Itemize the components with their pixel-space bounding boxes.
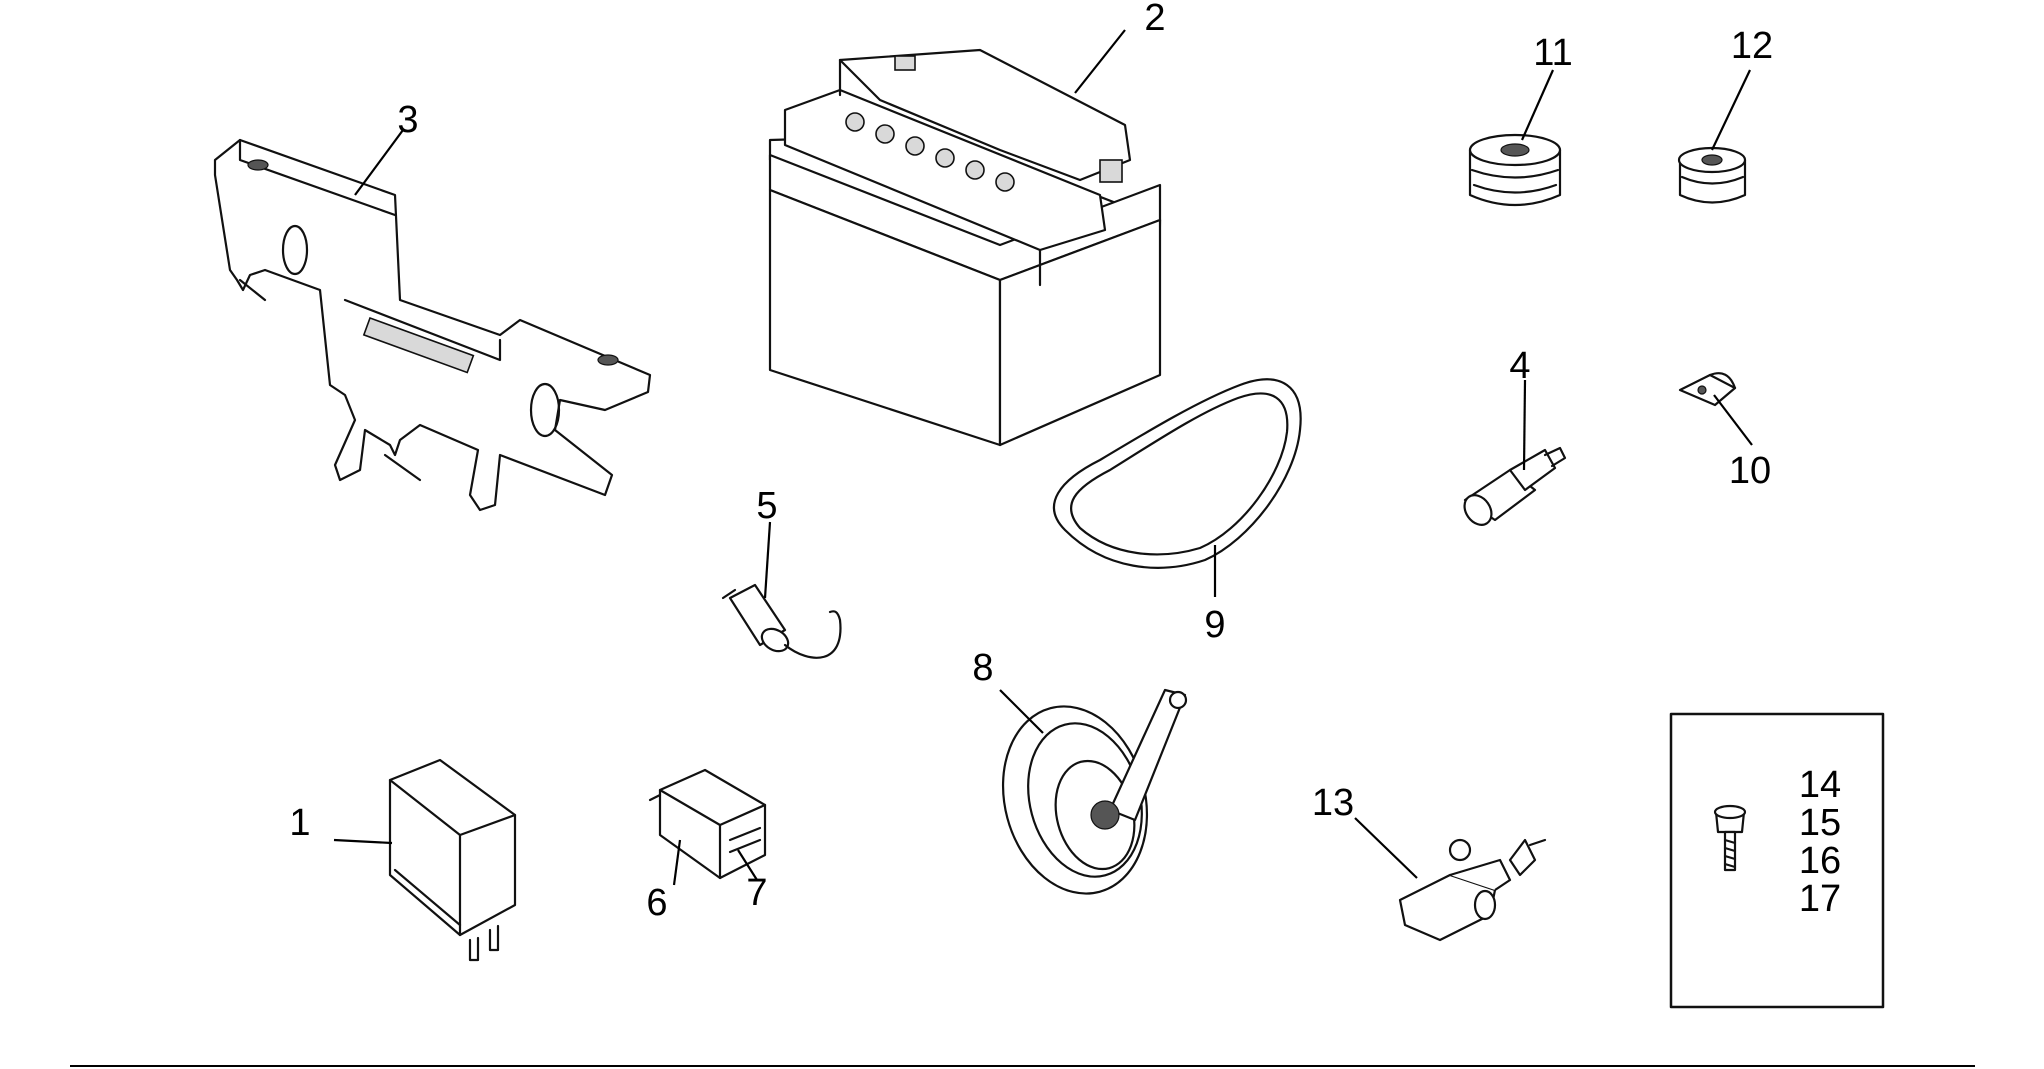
callout-8: 8: [972, 647, 993, 689]
connector-sensor-illustration: [1398, 838, 1547, 942]
sensor-wire-illustration: [721, 583, 842, 659]
callout-4: 4: [1509, 345, 1530, 387]
horn-illustration: [1001, 688, 1188, 895]
grommet-large-illustration: [1468, 133, 1562, 207]
callout-10: 10: [1729, 450, 1771, 492]
callout-2: 2: [1144, 0, 1165, 39]
callout-12: 12: [1731, 25, 1773, 67]
battery-bracket-illustration: [213, 138, 652, 512]
rubber-strap-illustration: [1052, 378, 1302, 569]
callout-11: 11: [1533, 32, 1572, 74]
leader-lines: [333, 29, 1753, 886]
grommet-small-illustration: [1677, 146, 1747, 204]
cable-clip-illustration: [1678, 372, 1737, 407]
hardware-box: [1669, 712, 1885, 1009]
callout-labels: 1 2 3 4 5 6 7 8 9 10 11 12 13: [289, 0, 1773, 924]
callout-13: 13: [1312, 782, 1354, 824]
battery-illustration: [768, 48, 1162, 447]
callout-6: 6: [646, 882, 667, 924]
box-item-labels: 14 15 16 17: [1799, 764, 1841, 920]
box-item-16: 16: [1799, 840, 1841, 882]
callout-7: 7: [746, 872, 767, 914]
relay-large-illustration: [388, 758, 517, 962]
box-item-17: 17: [1799, 878, 1841, 920]
bolt-illustration: [1713, 804, 1747, 872]
callout-3: 3: [397, 99, 418, 141]
callout-9: 9: [1204, 604, 1225, 646]
box-item-14: 14: [1799, 764, 1841, 806]
switch-sensor-illustration: [1463, 446, 1567, 526]
box-item-15: 15: [1799, 802, 1841, 844]
callout-1: 1: [289, 802, 310, 844]
relay-small-illustration: [648, 768, 767, 880]
callout-5: 5: [756, 485, 777, 527]
